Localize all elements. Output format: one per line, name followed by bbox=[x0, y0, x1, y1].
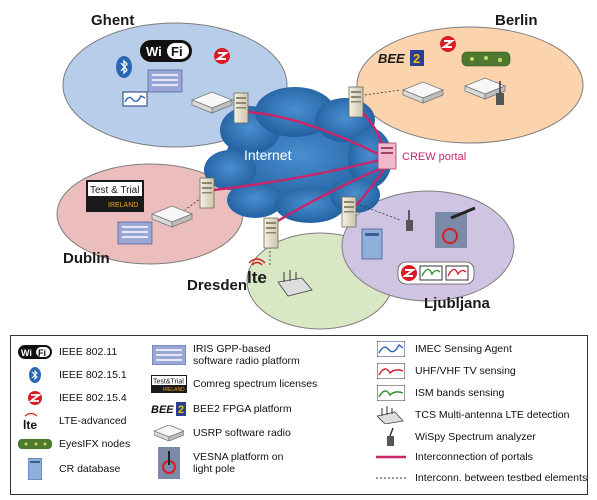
bluetooth-icon bbox=[116, 56, 132, 78]
svg-text:IRELAND: IRELAND bbox=[163, 387, 185, 393]
internet-label: Internet bbox=[244, 147, 292, 163]
tcs-antenna-icon bbox=[277, 270, 313, 297]
svg-text:BEE: BEE bbox=[378, 51, 405, 66]
vesna-icon bbox=[151, 447, 187, 479]
legend-item-eyesifx: EyesIFX nodes bbox=[17, 434, 130, 454]
berlin-server bbox=[348, 86, 364, 118]
dublin-iris-icon bbox=[117, 221, 153, 245]
legend-item-zigbee: IEEE 802.15.4 bbox=[17, 388, 127, 408]
imec-sensing-icon bbox=[122, 91, 148, 107]
legend-item-testbed-link: Interconn. between testbed elements bbox=[373, 468, 587, 488]
database-icon bbox=[361, 228, 383, 260]
ljubljana-sensing-panel bbox=[397, 261, 475, 285]
wifi-icon: Wi Fi bbox=[17, 343, 53, 361]
wispy-icon bbox=[373, 428, 409, 446]
dresden-server bbox=[263, 217, 279, 249]
dresden-label: Dresden bbox=[187, 277, 247, 294]
wifi-icon: Wi Fi bbox=[140, 40, 192, 62]
berlin-zigbee-icon bbox=[439, 35, 457, 53]
portal-link-icon bbox=[373, 448, 409, 466]
dublin-label: Dublin bbox=[63, 250, 110, 267]
legend-item-imec: IMEC Sensing Agent bbox=[373, 339, 512, 359]
svg-text:Fi: Fi bbox=[38, 348, 46, 358]
testbed-diagram: Internet CREW portal Ghent Berlin Dublin… bbox=[56, 12, 584, 330]
zigbee-icon bbox=[213, 47, 231, 65]
ljubljana-wispy-icon bbox=[406, 210, 413, 231]
legend-item-lte: lte LTE-advanced bbox=[17, 411, 127, 431]
svg-text:2: 2 bbox=[413, 51, 420, 66]
ghent-server bbox=[233, 92, 249, 124]
svg-text:IRELAND: IRELAND bbox=[108, 202, 138, 209]
crew-portal-server bbox=[377, 142, 397, 170]
ljubljana-server bbox=[341, 196, 357, 228]
test-trial-icon: Test & Trial IRELAND bbox=[86, 180, 144, 212]
wispy-icon bbox=[496, 81, 504, 105]
bee2-icon: BEE 2 bbox=[151, 400, 187, 418]
dublin-server bbox=[199, 177, 215, 209]
legend-item-usrp: USRP software radio bbox=[151, 423, 291, 443]
svg-text:Wi: Wi bbox=[21, 348, 32, 358]
svg-text:Fi: Fi bbox=[171, 44, 183, 59]
svg-text:Wi: Wi bbox=[146, 44, 162, 59]
eyesifx-board-icon bbox=[461, 51, 511, 67]
tcs-antenna-icon bbox=[373, 406, 409, 424]
svg-text:2: 2 bbox=[178, 404, 184, 416]
iris-icon bbox=[151, 345, 187, 365]
legend-item-tcs: TCS Multi-antenna LTE detection bbox=[373, 405, 569, 425]
bee2-icon: BEE 2 bbox=[378, 50, 424, 66]
database-icon bbox=[17, 458, 53, 480]
ghent-label: Ghent bbox=[91, 12, 134, 29]
usrp-icon bbox=[151, 424, 187, 442]
tv-sensing-icon bbox=[373, 362, 409, 380]
portal-links bbox=[213, 109, 386, 224]
legend-item-wispy: WiSpy Spectrum analyzer bbox=[373, 427, 536, 447]
eyesifx-board-icon bbox=[17, 435, 53, 453]
svg-text:lte: lte bbox=[23, 418, 37, 430]
ism-sensing-icon bbox=[373, 384, 409, 402]
lte-icon: lte bbox=[17, 412, 53, 430]
vesna-icon bbox=[435, 206, 476, 248]
bluetooth-icon bbox=[17, 366, 53, 384]
berlin-label: Berlin bbox=[495, 12, 538, 29]
svg-text:BEE: BEE bbox=[151, 404, 174, 416]
legend-item-portal-link: Interconnection of portals bbox=[373, 447, 533, 467]
svg-text:lte: lte bbox=[247, 268, 267, 287]
legend-item-tv-sensing: UHF/VHF TV sensing bbox=[373, 361, 516, 381]
crew-portal-label: CREW portal bbox=[402, 151, 466, 163]
zigbee-icon bbox=[17, 389, 53, 407]
legend-item-cr-database: CR database bbox=[17, 457, 120, 481]
lte-icon: lte bbox=[247, 258, 267, 287]
ljubljana-label: Ljubljana bbox=[424, 295, 490, 312]
legend-item-bluetooth: IEEE 802.15.1 bbox=[17, 365, 127, 385]
svg-text:Test&Trial: Test&Trial bbox=[153, 379, 184, 386]
legend-item-ism-sensing: ISM bands sensing bbox=[373, 383, 504, 403]
testbed-link-icon bbox=[373, 469, 409, 487]
iris-icon bbox=[147, 69, 183, 93]
svg-text:Test & Trial: Test & Trial bbox=[90, 185, 139, 196]
imec-sensing-icon bbox=[373, 340, 409, 358]
